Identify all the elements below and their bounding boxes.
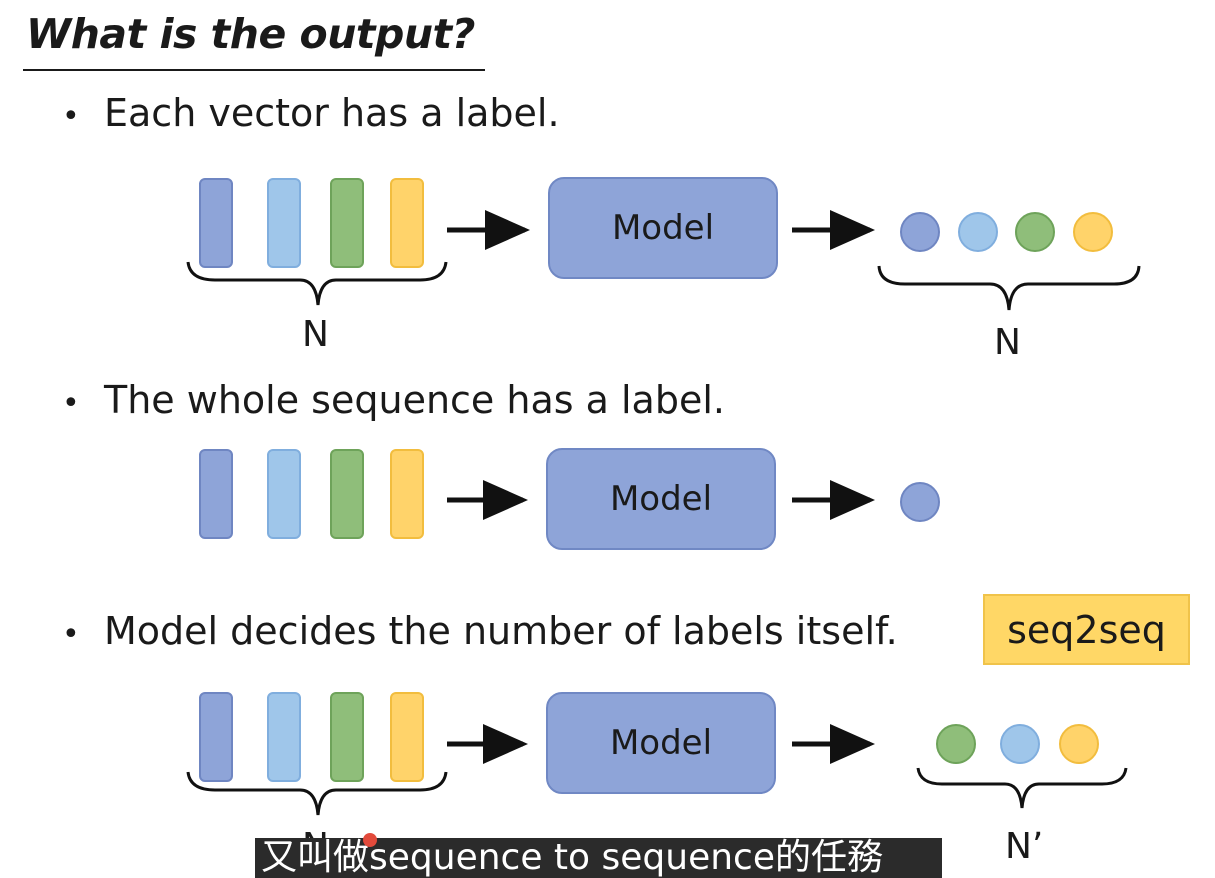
bullet-text-1: Each vector has a label. xyxy=(104,91,560,135)
input-vector-2 xyxy=(267,449,301,539)
output-label-dot-2 xyxy=(958,212,998,252)
brace-label-output-n: N xyxy=(994,322,1021,363)
slide-title: What is the output? xyxy=(26,10,475,58)
title-underline xyxy=(23,69,485,71)
brace-input-1 xyxy=(186,261,448,306)
output-label-dot-3 xyxy=(1015,212,1055,252)
input-vector-2 xyxy=(267,692,301,782)
input-vector-1 xyxy=(199,449,233,539)
brace-output-3 xyxy=(916,767,1128,809)
output-label-dot-3 xyxy=(1059,724,1099,764)
video-subtitle: 又叫做sequence to sequence的任務 xyxy=(255,838,942,878)
laser-pointer-dot xyxy=(363,833,377,847)
model-label: Model xyxy=(611,208,715,248)
input-vector-4 xyxy=(390,449,424,539)
bullet-each-vector: • Each vector has a label. xyxy=(62,90,560,140)
input-vector-3 xyxy=(330,449,364,539)
bullet-text-2: The whole sequence has a label. xyxy=(104,378,725,422)
bullet-dot: • xyxy=(62,386,80,421)
output-label-dot-4 xyxy=(1073,212,1113,252)
output-label-dot xyxy=(900,482,940,522)
output-label-dot-1 xyxy=(936,724,976,764)
brace-output-1 xyxy=(877,265,1141,311)
model-box-1: Model xyxy=(548,177,778,279)
output-label-dot-2 xyxy=(1000,724,1040,764)
brace-label-output-n-prime: N’ xyxy=(1005,826,1044,867)
input-vector-4 xyxy=(390,692,424,782)
model-label: Model xyxy=(609,723,713,763)
input-vector-1 xyxy=(199,178,233,268)
input-vector-3 xyxy=(330,692,364,782)
bullet-text-3: Model decides the number of labels itsel… xyxy=(104,609,898,653)
input-vector-3 xyxy=(330,178,364,268)
model-box-2: Model xyxy=(546,448,776,550)
input-vector-2 xyxy=(267,178,301,268)
output-label-dot-1 xyxy=(900,212,940,252)
brace-input-3 xyxy=(186,771,448,816)
seq2seq-tag: seq2seq xyxy=(983,594,1190,665)
brace-label-input-n: N xyxy=(302,314,329,355)
bullet-dot: • xyxy=(62,617,80,652)
bullet-model-decides: • Model decides the number of labels itse… xyxy=(62,608,898,658)
bullet-dot: • xyxy=(62,99,80,134)
input-vector-4 xyxy=(390,178,424,268)
bullet-whole-sequence: • The whole sequence has a label. xyxy=(62,377,725,427)
input-vector-1 xyxy=(199,692,233,782)
model-box-3: Model xyxy=(546,692,776,794)
model-label: Model xyxy=(609,479,713,519)
